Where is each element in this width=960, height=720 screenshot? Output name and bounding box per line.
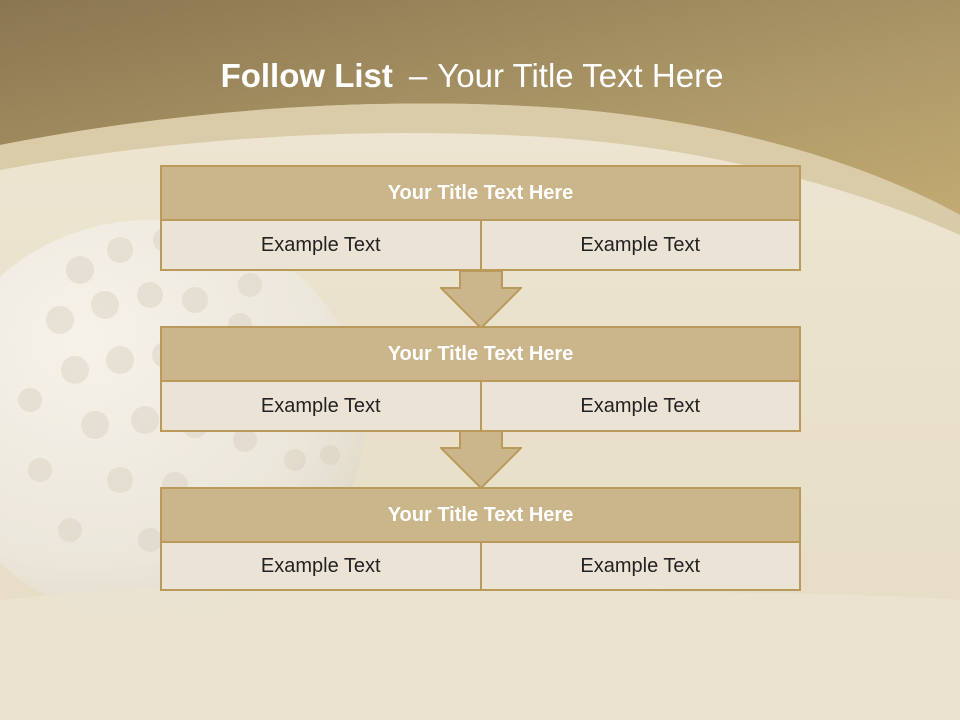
block-row: Example Text Example Text (160, 543, 801, 591)
block-cell-left: Example Text (160, 382, 482, 432)
flow-block-2: Your Title Text Here Example Text Exampl… (160, 326, 801, 432)
down-arrow-icon (440, 271, 522, 329)
title-separator: – (408, 57, 428, 94)
block-cell-right: Example Text (481, 221, 801, 271)
block-header: Your Title Text Here (160, 326, 801, 382)
block-cell-left: Example Text (160, 221, 482, 271)
title-rest: Your Title Text Here (437, 57, 724, 94)
flow-block-1: Your Title Text Here Example Text Exampl… (160, 165, 801, 271)
title-banner (0, 0, 960, 215)
block-header: Your Title Text Here (160, 165, 801, 221)
title-bold-part: Follow List (220, 57, 393, 94)
block-cell-right: Example Text (481, 543, 801, 591)
block-cell-left: Example Text (160, 543, 482, 591)
block-cell-right: Example Text (481, 382, 801, 432)
flow-block-3: Your Title Text Here Example Text Exampl… (160, 487, 801, 591)
block-row: Example Text Example Text (160, 382, 801, 432)
slide-title: Follow List–Your Title Text Here (0, 54, 944, 98)
down-arrow-icon (440, 431, 522, 489)
block-row: Example Text Example Text (160, 221, 801, 271)
block-header: Your Title Text Here (160, 487, 801, 543)
